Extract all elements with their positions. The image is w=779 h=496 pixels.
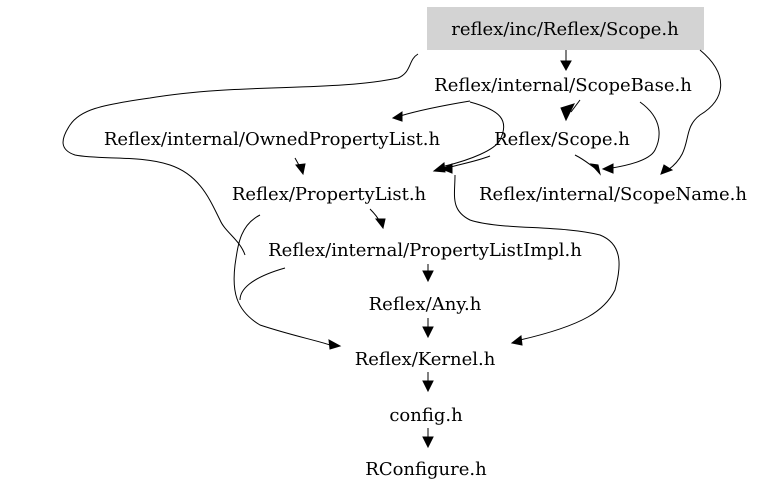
node-config[interactable]: config.h (389, 405, 463, 426)
nodes: reflex/inc/Reflex/Scope.h Reflex/interna… (104, 19, 748, 480)
edge-scope-to-scopename (667, 49, 722, 171)
arrowhead-propertylist-a (295, 163, 306, 176)
node-scopename[interactable]: Reflex/internal/ScopeName.h (479, 184, 747, 205)
arrowhead-kernel-center (422, 326, 434, 339)
arrowhead-scope-big (560, 103, 575, 122)
edge-scope-to-scopename (574, 154, 596, 169)
edge-scopebase-to-ownedpropertylist (399, 100, 471, 117)
node-any[interactable]: Reflex/Any.h (369, 294, 482, 315)
edge-scope-to-ownedpropertylist (62, 53, 419, 256)
arrowhead-propertylist-b (432, 162, 446, 173)
node-scopebase[interactable]: Reflex/internal/ScopeBase.h (434, 75, 692, 96)
edge-scopename-to-kernel (453, 174, 620, 341)
arrowhead-scopename-a (589, 163, 601, 176)
arrowhead-kernel-left (328, 339, 342, 350)
arrowheads (295, 60, 674, 449)
node-ownedpropertylist[interactable]: Reflex/internal/OwnedPropertyList.h (104, 129, 441, 150)
edge-propertylistimpl-to-kernel (239, 267, 286, 301)
arrowhead-propertylist-c (440, 163, 453, 174)
arrowhead-scopebase (560, 60, 572, 72)
edge-scopebase-to-scope (570, 99, 581, 113)
edge-scopebase-to-propertylist (444, 101, 505, 167)
arrowhead-ownedpropertylist (391, 111, 403, 122)
arrowhead-scopename-b (601, 163, 614, 174)
node-propertylist[interactable]: Reflex/PropertyList.h (232, 184, 427, 205)
arrowhead-rconfigure (422, 436, 434, 449)
node-root[interactable]: reflex/inc/Reflex/Scope.h (451, 19, 679, 40)
arrowhead-any (422, 270, 434, 283)
arrowhead-propertylistimpl (374, 218, 386, 230)
arrowhead-kernel-right (510, 335, 523, 346)
edge-propertylist-to-kernel (233, 214, 331, 346)
edge-scopebase-to-scopename (611, 101, 660, 169)
node-scope[interactable]: Reflex/Scope.h (494, 129, 630, 150)
node-propertylistimpl[interactable]: Reflex/internal/PropertyListImpl.h (268, 240, 582, 261)
root-node-box (427, 7, 704, 50)
node-kernel[interactable]: Reflex/Kernel.h (355, 349, 496, 370)
arrowhead-config (422, 380, 434, 393)
arrowhead-scopename-c (660, 164, 674, 175)
node-rconfigure[interactable]: RConfigure.h (365, 459, 487, 480)
